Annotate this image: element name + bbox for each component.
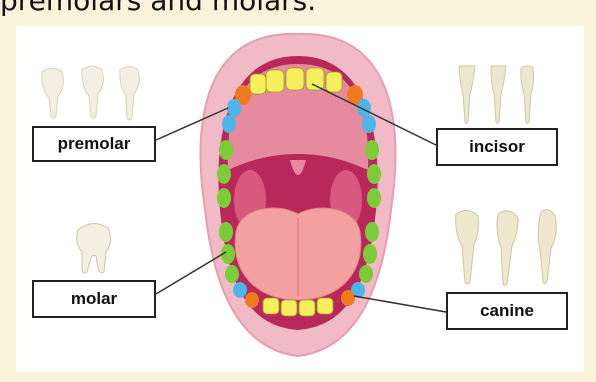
canine-leader <box>354 296 446 312</box>
incisor-teeth-illustration <box>459 66 534 124</box>
incisor-label: incisor <box>436 128 558 166</box>
premolar-teeth-illustration <box>42 66 139 120</box>
premolar-label: premolar <box>32 126 156 162</box>
molar-tooth-illustration <box>77 223 111 273</box>
canine-label: canine <box>446 292 568 330</box>
molar-label: molar <box>32 280 156 318</box>
canine-teeth-illustration <box>456 210 557 286</box>
molar-leader <box>156 252 226 294</box>
